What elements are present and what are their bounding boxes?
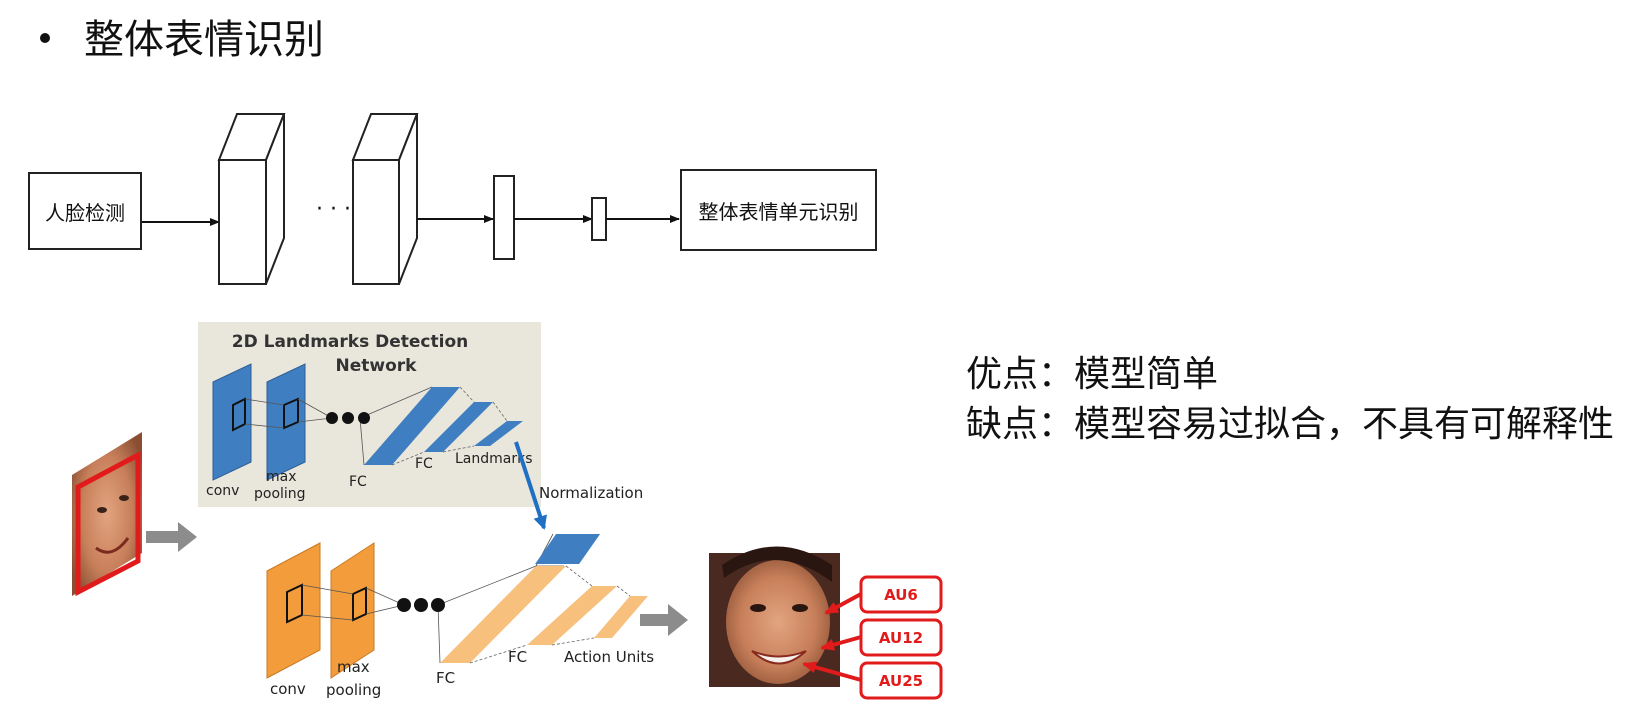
face-detection-box: 人脸检测 (28, 172, 142, 250)
pros-line: 优点：模型简单 (966, 354, 1219, 395)
landmark-dot-3 (358, 412, 370, 424)
au-output-layer (594, 596, 648, 638)
au-fc2-label: FC (508, 648, 527, 666)
page-title: 整体表情识别 (40, 12, 324, 68)
normalization-label: Normalization (539, 484, 643, 502)
normalized-landmarks-layer (535, 534, 601, 564)
au-conv-label: conv (270, 680, 306, 698)
au12-tag: AU12 (859, 618, 943, 657)
heading-text: 整体表情识别 (84, 17, 324, 63)
au-dot-3 (431, 598, 445, 612)
landmark-panel-background (198, 322, 541, 507)
au25-arrow (802, 661, 862, 682)
au-conv-block (266, 542, 321, 679)
landmark-output-label: Landmarks (455, 451, 533, 467)
overall-au-recognition-label: 整体表情单元识别 (698, 199, 859, 224)
landmark-fc2-label: FC (415, 456, 433, 472)
au12-arrow (820, 635, 862, 651)
au-fc-1 (440, 566, 566, 663)
landmark-panel-title-2: Network (336, 356, 418, 376)
landmark-conv-label: conv (206, 483, 239, 499)
au25-tag: AU25 (859, 661, 943, 700)
au-dot-1 (397, 598, 411, 612)
landmark-output-layer (474, 421, 523, 446)
au-dot-2 (414, 598, 428, 612)
landmark-max-label: max (266, 469, 297, 485)
landmark-panel-title-1: 2D Landmarks Detection (232, 332, 468, 352)
overall-au-recognition-box: 整体表情单元识别 (680, 169, 877, 251)
landmark-dot-2 (342, 412, 354, 424)
input-face-image (72, 432, 142, 597)
action-units-label: Action Units (564, 648, 654, 666)
au6-tag: AU6 (859, 575, 943, 614)
au-fc-2 (527, 586, 617, 645)
landmark-fc-connections (391, 386, 508, 466)
au-max-label: max (337, 658, 370, 676)
au-pooling-label: pooling (326, 681, 381, 699)
conv-block-2 (351, 113, 419, 285)
au-fc1-label: FC (436, 669, 455, 687)
conv-block-1 (217, 113, 286, 285)
au25-label: AU25 (879, 672, 923, 690)
landmark-fc1-label: FC (349, 474, 367, 490)
face-detection-label: 人脸检测 (45, 200, 125, 225)
smiling-face-image (709, 546, 840, 687)
fc-layer-1 (493, 175, 515, 260)
landmark-dot-1 (326, 412, 338, 424)
fc-layer-2 (591, 197, 607, 241)
landmark-conv-block (212, 363, 252, 481)
landmark-fc-1 (364, 387, 460, 465)
au6-arrow (824, 592, 862, 615)
normalization-arrow (514, 441, 547, 530)
pros-cons-text: 优点：模型简单 缺点：模型容易过拟合，不具有可解释性 (966, 350, 1614, 450)
au12-label: AU12 (879, 629, 923, 647)
landmark-connections (244, 386, 433, 466)
bullet-dot (40, 33, 50, 43)
au-fc-connections (469, 565, 631, 664)
pipeline-ellipsis: · · · (316, 197, 351, 222)
landmark-fc-2 (424, 402, 493, 452)
cons-line: 缺点：模型容易过拟合，不具有可解释性 (966, 404, 1615, 445)
input-arrow (146, 522, 197, 552)
au6-label: AU6 (884, 586, 918, 604)
landmark-pooling-label: pooling (254, 486, 306, 502)
output-arrow (640, 604, 688, 636)
